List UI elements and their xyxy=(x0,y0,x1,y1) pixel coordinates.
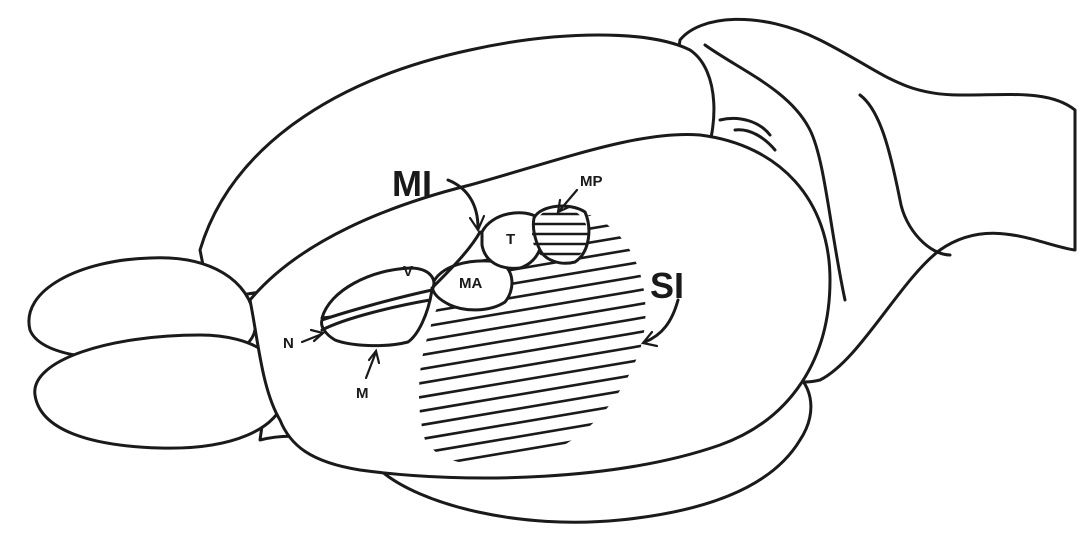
label-m: M xyxy=(356,385,369,402)
label-mi: MI xyxy=(392,163,432,204)
label-n: N xyxy=(283,335,294,352)
label-mp: MP xyxy=(580,173,603,190)
label-si: SI xyxy=(650,265,684,306)
label-v: V xyxy=(403,263,413,280)
label-ma: MA xyxy=(459,275,482,292)
label-t: T xyxy=(506,231,515,248)
